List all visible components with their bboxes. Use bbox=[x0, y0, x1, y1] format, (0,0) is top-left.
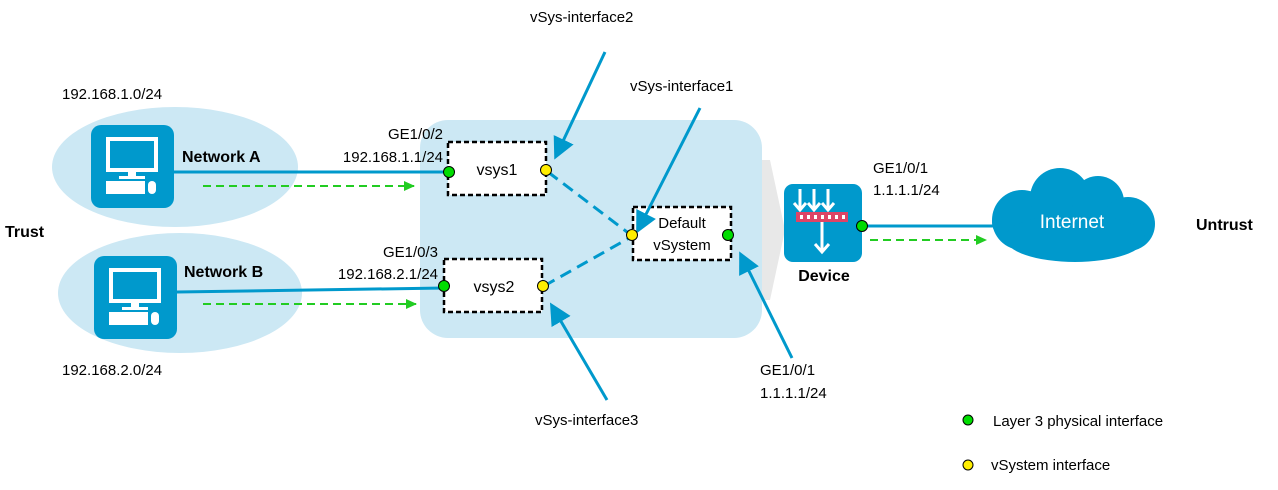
device-interface-ip: 1.1.1.1/24 bbox=[873, 182, 940, 199]
legend-physical-label: Layer 3 physical interface bbox=[993, 413, 1163, 430]
internet-label: Internet bbox=[1040, 212, 1105, 233]
callout-arrow-vsys-interface1 bbox=[636, 107, 702, 234]
legend-vsystem-label: vSystem interface bbox=[991, 457, 1110, 474]
device-interface-name: GE1/0/1 bbox=[873, 160, 928, 177]
default-vsystem-label-line2: vSystem bbox=[653, 237, 711, 254]
default-ge101-interface-name: GE1/0/1 bbox=[760, 362, 815, 379]
interface-dot-vsys1 bbox=[540, 164, 552, 176]
pc-icon-network-b bbox=[94, 256, 177, 339]
callout-vsys-interface1: vSys-interface1 bbox=[630, 78, 733, 95]
callout-arrow-default-ge101 bbox=[739, 251, 794, 359]
link-vsys1-default bbox=[547, 170, 632, 237]
callout-vsys-interface3: vSys-interface3 bbox=[535, 412, 638, 429]
interface-dot-device-ge101 bbox=[856, 220, 868, 232]
callout-arrow-vsys-interface3 bbox=[549, 302, 609, 401]
legend-dot-vsystem bbox=[962, 459, 974, 471]
device-label: Device bbox=[798, 268, 850, 285]
default-ge101-interface-ip: 1.1.1.1/24 bbox=[760, 385, 827, 402]
pc-icon-network-a bbox=[91, 125, 174, 208]
network-a-label: Network A bbox=[182, 149, 261, 166]
network-a-zone bbox=[52, 107, 298, 227]
link-network-b-vsys2 bbox=[176, 286, 445, 294]
vsys1-interface-ip: 192.168.1.1/24 bbox=[343, 149, 443, 166]
vsys2-label: vsys2 bbox=[474, 279, 515, 296]
interface-dot-default-ge101 bbox=[722, 229, 734, 241]
network-a-subnet: 192.168.1.0/24 bbox=[62, 86, 162, 103]
default-vsystem-label-line1: Default bbox=[658, 215, 706, 232]
vsys2-interface-ip: 192.168.2.1/24 bbox=[338, 266, 438, 283]
vsys1-interface-name: GE1/0/2 bbox=[388, 126, 443, 143]
network-b-label: Network B bbox=[184, 264, 263, 281]
firewall-device-icon bbox=[784, 184, 862, 262]
network-b-subnet: 192.168.2.0/24 bbox=[62, 362, 162, 379]
vsys1-box bbox=[446, 140, 548, 197]
vsys2-interface-name: GE1/0/3 bbox=[383, 244, 438, 261]
untrust-zone-label: Untrust bbox=[1196, 217, 1254, 234]
interface-dot-default-vsys bbox=[626, 229, 638, 241]
legend-dot-physical bbox=[962, 414, 974, 426]
vsys1-label: vsys1 bbox=[477, 162, 518, 179]
internet-cloud-icon bbox=[992, 168, 1155, 262]
interface-dot-ge103 bbox=[438, 280, 450, 292]
interface-dot-ge102 bbox=[443, 166, 455, 178]
interface-dot-vsys2 bbox=[537, 280, 549, 292]
callout-vsys-interface2: vSys-interface2 bbox=[530, 9, 633, 26]
link-vsys2-default bbox=[543, 235, 632, 288]
trust-zone-label: Trust bbox=[5, 224, 45, 241]
callout-arrow-vsys-interface2 bbox=[553, 51, 607, 160]
